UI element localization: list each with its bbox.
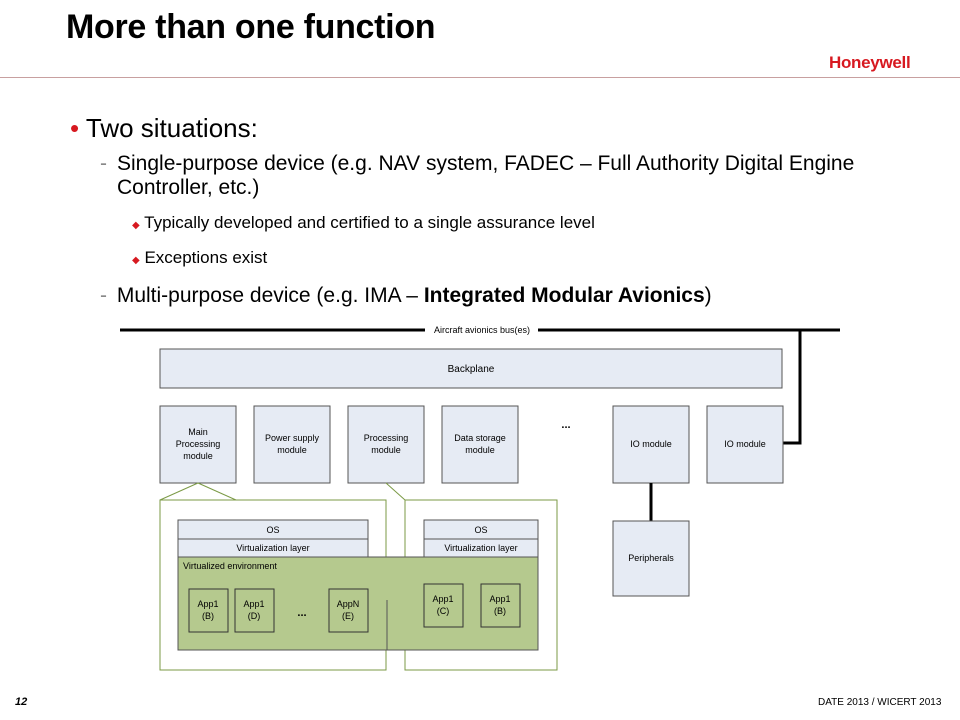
diamond-bullet-icon: ◆ <box>132 220 140 231</box>
app-level: (C) <box>437 606 450 616</box>
bus-connector <box>783 330 802 445</box>
app-label: App1 <box>432 594 453 604</box>
app-box <box>328 588 369 633</box>
module-main-label-2: Processing <box>176 439 221 449</box>
footer-text: DATE 2013 / WICERT 2013 <box>818 697 942 708</box>
module-data-storage <box>441 405 519 484</box>
bullet-dot-icon: • <box>70 113 80 143</box>
bullet-item1-text: Single-purpose device (e.g. NAV system, … <box>117 152 855 199</box>
apps-ellipsis: ... <box>297 607 306 619</box>
sub-bullet-1-text: Typically developed and certified to a s… <box>144 213 595 232</box>
module-processing-label-2: module <box>371 445 401 455</box>
module-processing-label-1: Processing <box>364 433 409 443</box>
virtualized-env-label: Virtualized environment <box>183 561 277 571</box>
app-label: AppN <box>337 599 360 609</box>
right-os-label: OS <box>474 525 487 535</box>
sub-bullet-2: ◆ Exceptions exist <box>132 248 267 268</box>
peripherals-box <box>612 520 690 597</box>
callout-line <box>385 482 406 501</box>
callout-line <box>159 482 199 501</box>
bus-label-bg <box>425 324 538 336</box>
app-box <box>234 588 275 633</box>
module-storage-label-1: Data storage <box>454 433 506 443</box>
honeywell-logo: Honeywell <box>829 53 911 72</box>
title-divider <box>0 77 960 78</box>
bullet-item2-suffix: ) <box>704 284 712 307</box>
app-box <box>188 588 229 633</box>
modules-ellipsis: ... <box>561 419 570 431</box>
module-main-processing <box>159 405 237 484</box>
bus-label: Aircraft avionics bus(es) <box>434 325 530 335</box>
app-label: App1 <box>243 599 264 609</box>
module-storage-label-2: module <box>465 445 495 455</box>
bullet-item2: - Multi-purpose device (e.g. IMA – Integ… <box>100 284 712 308</box>
module-power-supply <box>253 405 331 484</box>
left-os-label: OS <box>266 525 279 535</box>
module-power-label-1: Power supply <box>265 433 320 443</box>
app-box <box>480 583 521 628</box>
dash-icon: - <box>100 152 107 175</box>
module-io-1 <box>612 405 690 484</box>
app-level: (D) <box>248 611 261 621</box>
bullet-level1-text: Two situations: <box>85 113 258 143</box>
page-number: 12 <box>15 696 28 708</box>
callout-line <box>197 482 237 501</box>
backplane-box <box>159 348 783 389</box>
bullet-item1: - Single-purpose device (e.g. NAV system… <box>100 152 890 200</box>
dash-icon: - <box>100 284 107 307</box>
bullet-item2-bold: Integrated Modular Avionics <box>423 284 705 307</box>
bullet-item2-prefix: Multi-purpose device (e.g. IMA – <box>116 284 424 307</box>
peripherals-label: Peripherals <box>628 553 674 563</box>
bullet-level1: • Two situations: <box>70 113 258 144</box>
sub-bullet-2-text: Exceptions exist <box>144 248 268 267</box>
app-level: (E) <box>342 611 354 621</box>
backplane-label: Backplane <box>448 364 495 375</box>
app-label: App1 <box>197 599 218 609</box>
app-box <box>423 583 464 628</box>
module-processing <box>347 405 425 484</box>
module-main-label-3: module <box>183 451 213 461</box>
module-main-label-1: Main <box>188 427 208 437</box>
module-io-2-label: IO module <box>724 439 766 449</box>
diamond-bullet-icon: ◆ <box>132 255 140 266</box>
app-level: (B) <box>494 606 506 616</box>
app-label: App1 <box>489 594 510 604</box>
module-io-2 <box>706 405 784 484</box>
sub-bullet-1: ◆ Typically developed and certified to a… <box>132 213 595 233</box>
module-power-label-2: module <box>277 445 307 455</box>
left-virt-label: Virtualization layer <box>236 543 309 553</box>
module-io-1-label: IO module <box>630 439 672 449</box>
right-virt-label: Virtualization layer <box>444 543 517 553</box>
app-level: (B) <box>202 611 214 621</box>
slide-title: More than one function <box>66 8 436 46</box>
